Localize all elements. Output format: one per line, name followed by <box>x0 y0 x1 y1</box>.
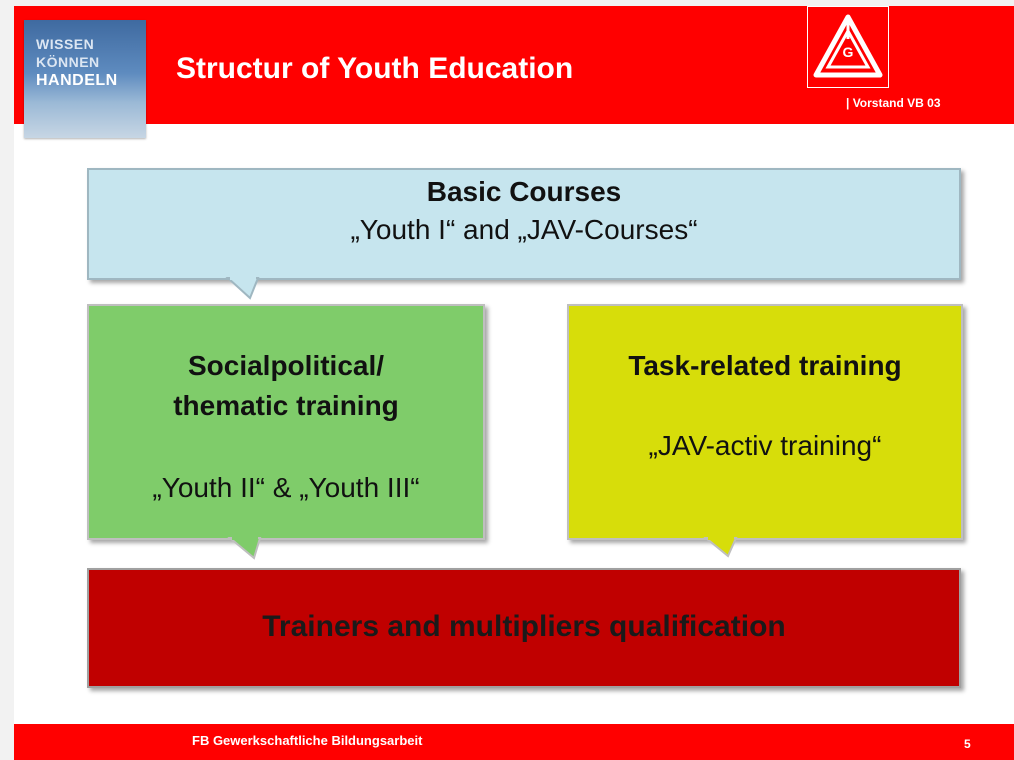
trainers-heading: Trainers and multipliers qualification <box>262 610 786 643</box>
logo-line-2: KÖNNEN <box>36 54 100 70</box>
trainers-box: Trainers and multipliers qualification <box>87 568 961 688</box>
basic-courses-heading: Basic Courses <box>426 176 622 207</box>
logo-line-3: HANDELN <box>36 72 118 89</box>
igm-triangle-icon: G <box>813 14 883 78</box>
slide-frame-left <box>0 0 14 760</box>
slide-frame-top <box>0 0 1014 6</box>
task-related-heading: Task-related training <box>628 350 902 381</box>
igm-logo: G <box>807 6 889 88</box>
socialpolitical-heading-line2: thematic training <box>173 390 399 421</box>
task-related-callout-pointer <box>703 536 738 558</box>
basic-callout-pointer <box>225 276 260 300</box>
basic-courses-box: Basic Courses „Youth I“ and „JAV-Courses… <box>87 168 961 280</box>
svg-text:G: G <box>843 44 854 60</box>
slide-title: Structur of Youth Education <box>176 52 574 85</box>
socialpolitical-heading-line1: Socialpolitical/ <box>187 350 385 381</box>
socialpolitical-callout-pointer <box>227 536 262 560</box>
footer-text: FB Gewerkschaftliche Bildungsarbeit <box>192 733 423 748</box>
logo-line-1: WISSEN <box>36 36 95 52</box>
footer-bar <box>14 724 1014 760</box>
basic-courses-subtitle: „Youth I“ and „JAV-Courses“ <box>350 214 698 245</box>
page-number: 5 <box>964 737 971 751</box>
socialpolitical-box: Socialpolitical/ thematic training „Yout… <box>87 304 485 540</box>
socialpolitical-subtitle: „Youth II“ & „Youth III“ <box>152 472 420 503</box>
wissen-koennen-handeln-logo: WISSEN KÖNNEN HANDELN <box>24 20 146 138</box>
department-label: | Vorstand VB 03 <box>846 96 941 110</box>
task-related-subtitle: „JAV-activ training“ <box>648 430 882 461</box>
task-related-box: Task-related training „JAV-activ trainin… <box>567 304 963 540</box>
